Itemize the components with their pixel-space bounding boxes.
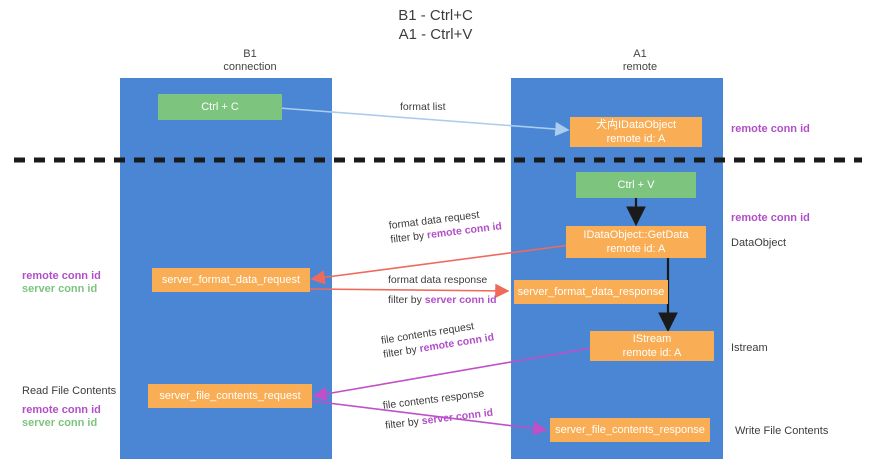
- column-header-right: A1 remote: [540, 48, 740, 74]
- box-istream-line2: remote id: A: [622, 347, 682, 359]
- box-ctrl-c-label: Ctrl + C: [201, 101, 239, 113]
- box-server-file-contents-response-label: server_file_contents_response: [555, 424, 705, 436]
- box-ctrl-v-label: Ctrl + V: [617, 179, 655, 191]
- column-left-role: connection: [223, 61, 277, 73]
- edge-format-data-response-key: server conn id: [424, 294, 497, 306]
- edge-file-contents-response-prefix: filter by: [384, 415, 423, 432]
- edge-label-format-data-response: format data response filter by server co…: [388, 273, 497, 307]
- annotation-left-remote-conn-id-2: remote conn id: [22, 404, 101, 416]
- edge-format-data-response-line2: filter by server conn id: [388, 293, 497, 307]
- box-getdata[interactable]: IDataObject::GetData remote id: A: [566, 226, 706, 258]
- box-istream-line1: IStream: [632, 333, 672, 345]
- edge-format-data-response-prefix: filter by: [388, 294, 425, 306]
- annotation-right-remote-conn-id-top: remote conn id: [731, 123, 810, 135]
- edge-format-data-response-line1: format data response: [388, 274, 488, 286]
- edge-label-file-contents-response: file contents response filter by server …: [382, 386, 494, 433]
- box-server-file-contents-request-label: server_file_contents_request: [159, 390, 301, 402]
- box-server-file-contents-request[interactable]: server_file_contents_request: [148, 384, 312, 408]
- annotation-left-server-conn-id-2: server conn id: [22, 417, 98, 429]
- annotation-left-read-file-contents: Read File Contents: [22, 385, 117, 397]
- box-server-format-data-request-label: server_format_data_request: [161, 274, 301, 286]
- annotation-right-remote-conn-id-mid: remote conn id: [731, 212, 810, 224]
- diagram-title: B1 - Ctrl+C A1 - Ctrl+V: [0, 6, 871, 44]
- box-getdata-line2: remote id: A: [606, 243, 666, 255]
- column-left-name: B1: [243, 48, 257, 60]
- column-header-left: B1 connection: [150, 48, 350, 74]
- box-server-format-data-request[interactable]: server_format_data_request: [152, 268, 310, 292]
- box-istream[interactable]: IStream remote id: A: [590, 331, 714, 361]
- edge-label-format-data-request: format data request filter by remote con…: [388, 205, 503, 246]
- box-ctrl-c[interactable]: Ctrl + C: [158, 94, 282, 120]
- box-server-format-data-response[interactable]: server_format_data_response: [514, 280, 668, 304]
- box-server-file-contents-response[interactable]: server_file_contents_response: [550, 418, 710, 442]
- annotation-right-dataobject: DataObject: [731, 237, 787, 249]
- box-idataobject[interactable]: ⽝⽱IDataObject remote id: A: [570, 117, 702, 147]
- column-right-name: A1: [633, 48, 647, 60]
- box-getdata-line1: IDataObject::GetData: [583, 229, 689, 241]
- annotation-right-write-file-contents: Write File Contents: [735, 425, 829, 437]
- box-idataobject-line1: ⽝⽱IDataObject: [595, 119, 677, 131]
- box-ctrl-v[interactable]: Ctrl + V: [576, 172, 696, 198]
- title-line-2: A1 - Ctrl+V: [398, 26, 473, 43]
- annotation-left-remote-conn-id-1: remote conn id: [22, 270, 101, 282]
- box-idataobject-line2: remote id: A: [606, 133, 666, 145]
- column-right-role: remote: [622, 61, 658, 73]
- edge-label-format-list-text: format list: [400, 101, 446, 113]
- edge-file-contents-response-key: server conn id: [421, 406, 494, 428]
- edge-format-data-request-prefix: filter by: [389, 229, 428, 246]
- edge-label-file-contents-request: file contents request filter by remote c…: [380, 316, 495, 361]
- annotation-right-istream: Istream: [731, 342, 768, 354]
- edge-label-format-list: format list: [400, 100, 446, 114]
- annotation-left-server-conn-id-1: server conn id: [22, 283, 98, 295]
- title-line-1: B1 - Ctrl+C: [398, 7, 473, 24]
- box-server-format-data-response-label: server_format_data_response: [517, 286, 665, 298]
